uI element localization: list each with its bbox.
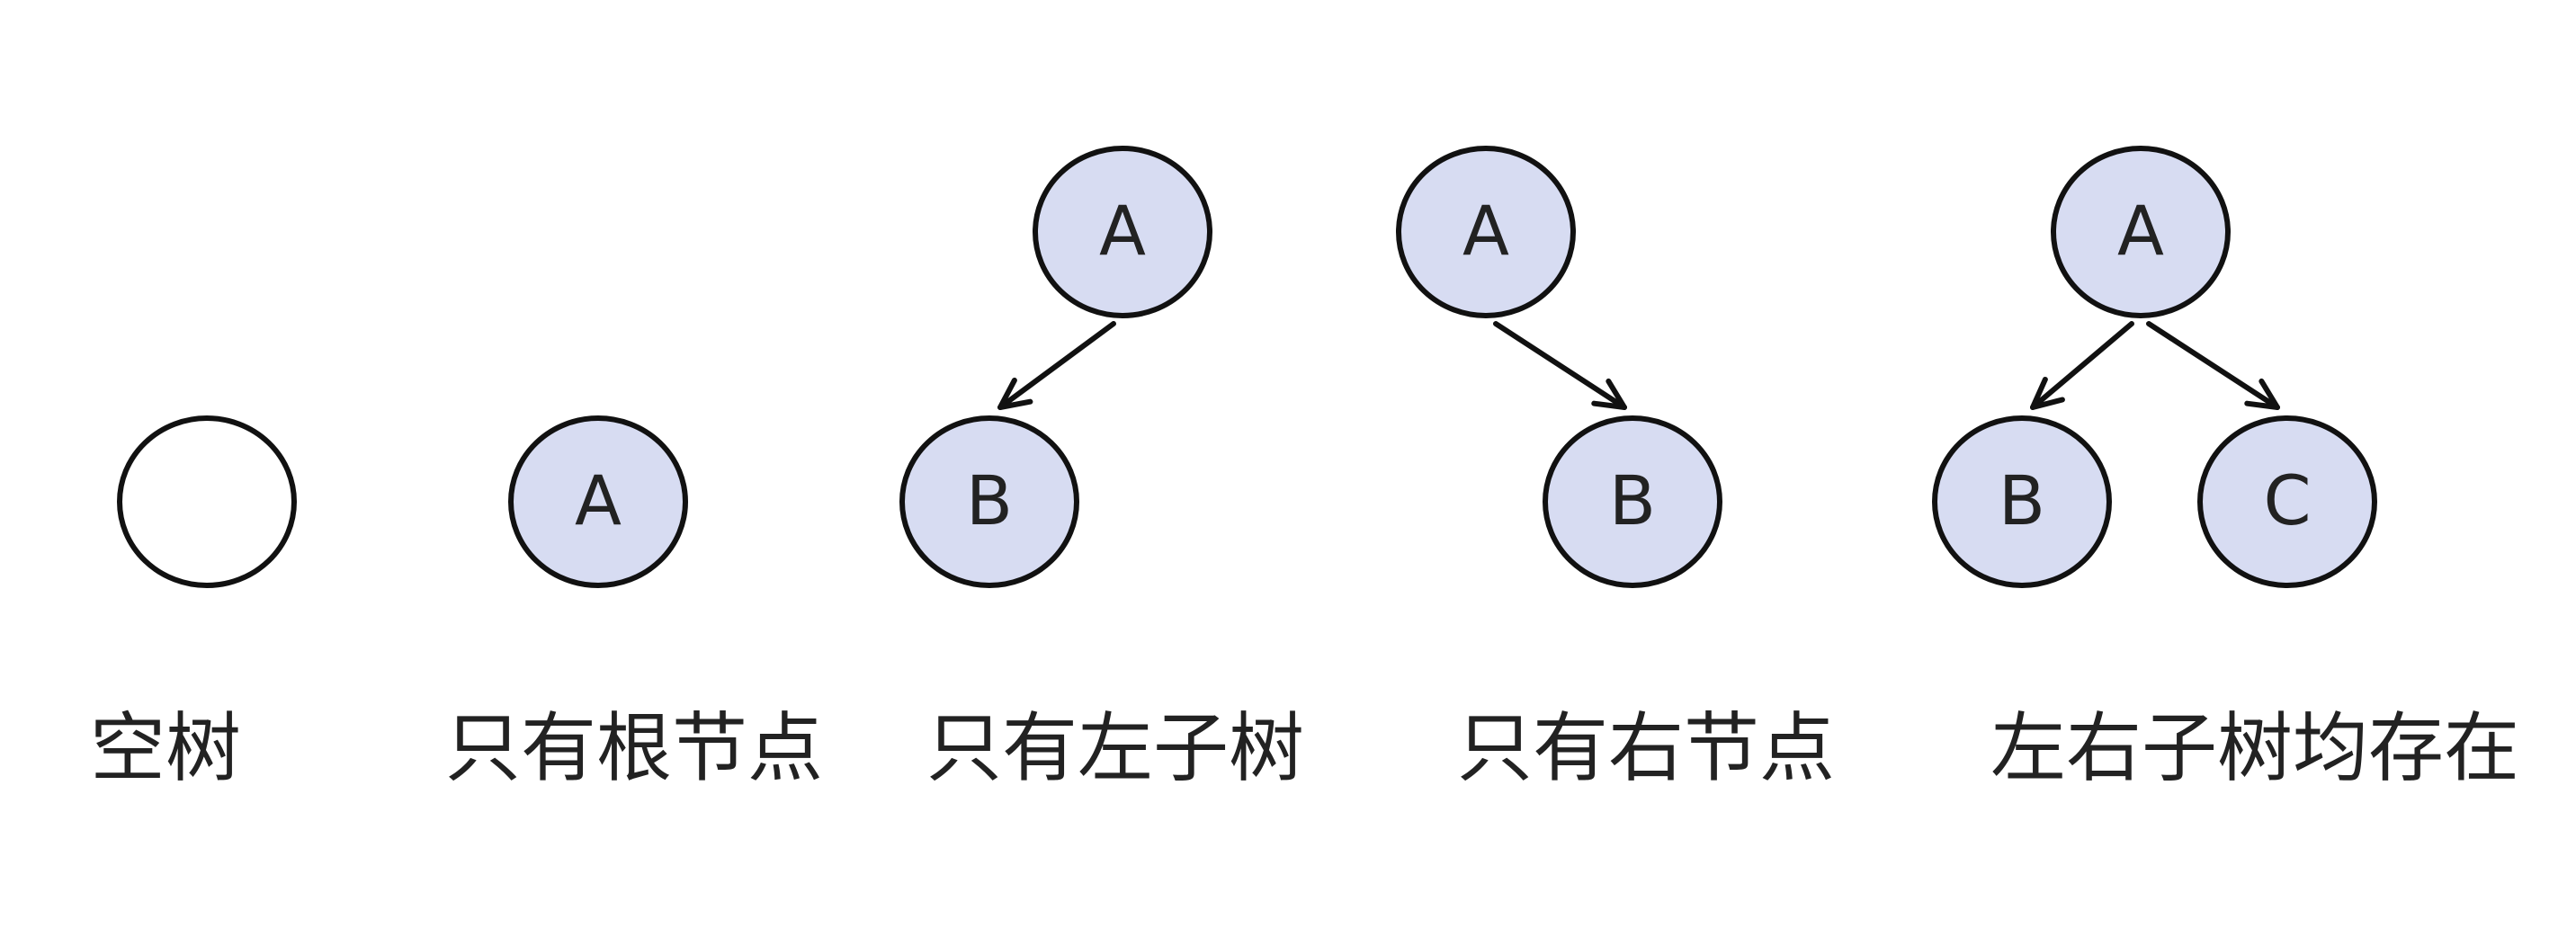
node-circle bbox=[2051, 146, 2231, 318]
node-circle bbox=[1543, 415, 1722, 588]
node-A: A bbox=[508, 415, 688, 588]
node-circle bbox=[117, 415, 297, 588]
diagram-caption: 空树 bbox=[90, 704, 241, 792]
node-label: B bbox=[966, 460, 1013, 540]
edge-line bbox=[2146, 321, 2280, 410]
node-C: C bbox=[2197, 415, 2377, 588]
edge-A-to-B bbox=[2030, 321, 2134, 410]
node-label: C bbox=[2263, 460, 2311, 540]
node-A: A bbox=[1033, 146, 1212, 318]
diagram-caption: 只有左子树 bbox=[926, 704, 1304, 792]
arrowhead-icon bbox=[997, 377, 1033, 410]
edge-A-to-C bbox=[2146, 321, 2280, 410]
edge-A-to-B bbox=[1493, 321, 1627, 410]
edge-A-to-B bbox=[997, 321, 1116, 410]
edge-line bbox=[997, 321, 1116, 410]
tree-diagram-3: A B 只有左子树 bbox=[899, 146, 1304, 792]
tree-diagram-1: 空树 bbox=[90, 415, 297, 792]
node-circle bbox=[1932, 415, 2112, 588]
tree-diagram-4: A B 只有右节点 bbox=[1396, 146, 1835, 792]
node-A: A bbox=[2051, 146, 2231, 318]
node-circle bbox=[899, 415, 1079, 588]
node-circle bbox=[1033, 146, 1212, 318]
arrowhead-icon bbox=[1591, 378, 1627, 410]
node-circle bbox=[2197, 415, 2377, 588]
node-circle bbox=[1396, 146, 1576, 318]
arrowhead-icon bbox=[2244, 378, 2280, 410]
node-label: B bbox=[1999, 460, 2045, 540]
diagram-caption: 左右子树均存在 bbox=[1990, 704, 2519, 792]
edge-line bbox=[1493, 321, 1627, 410]
diagram-caption: 只有右节点 bbox=[1457, 704, 1835, 792]
node-A: A bbox=[1396, 146, 1576, 318]
node-B: B bbox=[1543, 415, 1722, 588]
node-label: A bbox=[575, 460, 622, 540]
tree-diagram-2: A 只有根节点 bbox=[445, 415, 823, 792]
node-label: A bbox=[2117, 191, 2164, 271]
node-label: A bbox=[1462, 191, 1509, 271]
node-B: B bbox=[899, 415, 1079, 588]
edge-line bbox=[2030, 321, 2134, 410]
diagram-caption: 只有根节点 bbox=[445, 704, 823, 792]
node-label: B bbox=[1609, 460, 1656, 540]
node-circle bbox=[508, 415, 688, 588]
empty-node bbox=[117, 415, 297, 588]
tree-diagram-5: A B C 左右子树均存在 bbox=[1932, 146, 2519, 792]
node-B: B bbox=[1932, 415, 2112, 588]
node-label: A bbox=[1099, 191, 1146, 271]
arrowhead-icon bbox=[2030, 376, 2065, 410]
